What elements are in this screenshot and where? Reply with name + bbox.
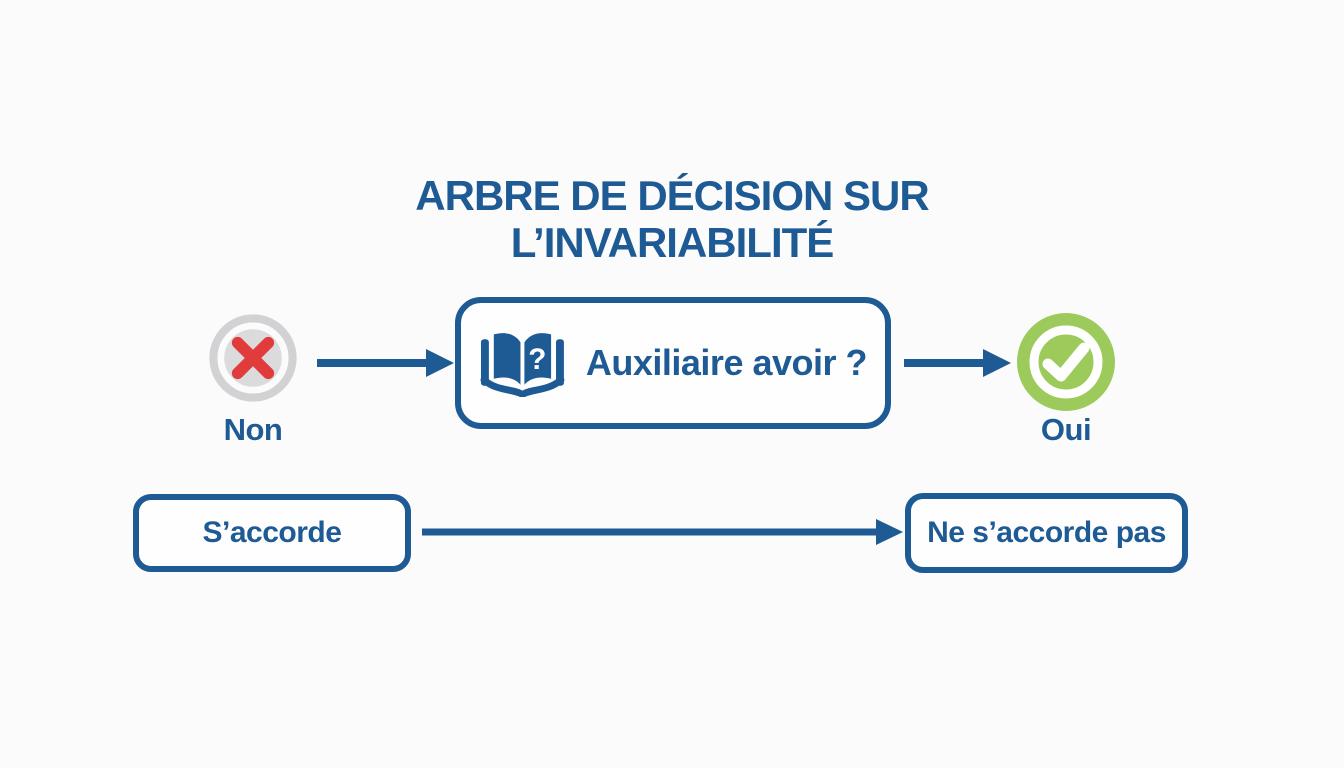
arrow-agree-to-disagree bbox=[422, 519, 903, 545]
agree-node: S’accorde bbox=[133, 494, 411, 572]
page-title-line-1: ARBRE DE DÉCISION SUR bbox=[415, 172, 929, 219]
oui-label: Oui bbox=[1040, 412, 1092, 447]
non-label: Non bbox=[223, 412, 283, 447]
page-title-line-2: L’INVARIABILITÉ bbox=[510, 219, 835, 266]
page-title: ARBRE DE DÉCISION SUR L’INVARIABILITÉ bbox=[0, 172, 1344, 266]
agree-label: S’accorde bbox=[202, 516, 342, 549]
question-text: Auxiliaire avoir ? bbox=[585, 342, 868, 383]
disagree-label: Ne s’accorde pas bbox=[927, 516, 1166, 549]
check-circle-icon bbox=[1017, 313, 1115, 411]
book-question-icon: ? bbox=[480, 333, 565, 397]
arrow-non-to-question bbox=[317, 349, 454, 377]
arrow-question-to-oui bbox=[904, 349, 1011, 377]
disagree-node: Ne s’accorde pas bbox=[905, 493, 1188, 573]
book-question-glyph: ? bbox=[528, 343, 546, 376]
question-node: ? Auxiliaire avoir ? bbox=[455, 297, 891, 429]
cross-circle-icon bbox=[209, 314, 297, 402]
